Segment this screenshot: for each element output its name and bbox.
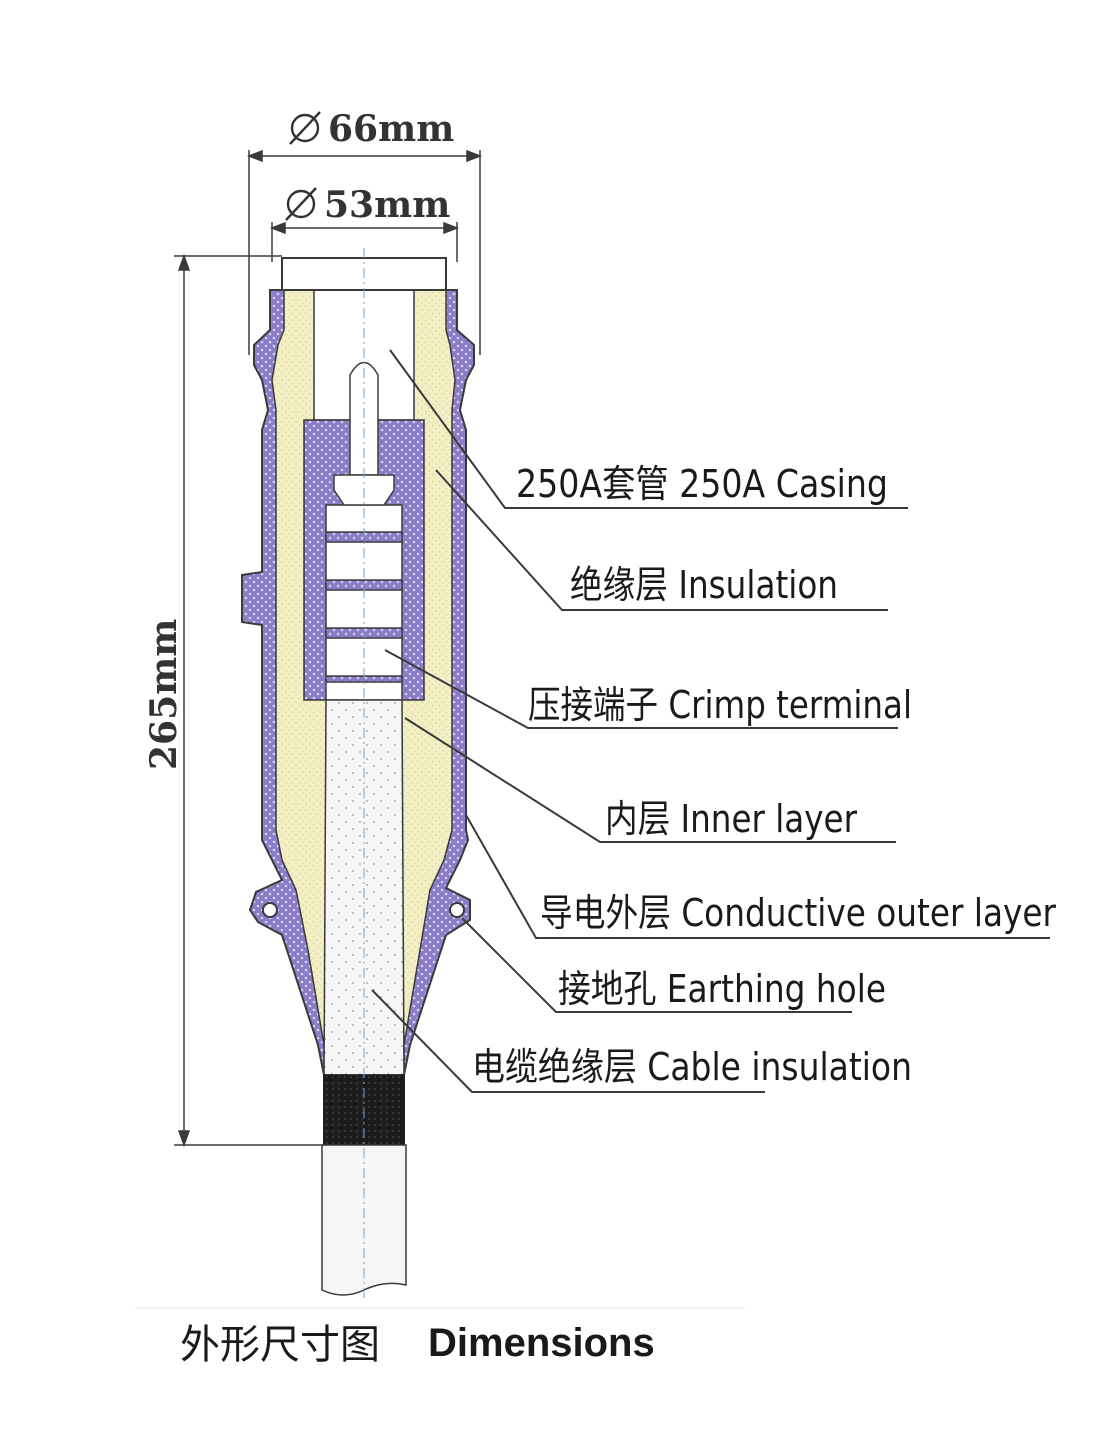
diameter-symbol-icon [289, 111, 321, 145]
length-label: 265mm [143, 619, 185, 770]
callout-conductive-outer-layer: 导电外层 Conductive outer layer [540, 891, 1056, 935]
inner-diameter-label: 53mm [324, 184, 450, 226]
contact-pin [349, 361, 379, 476]
diameter-symbol-icon [285, 187, 317, 221]
callout-inner-layer: 内层 Inner layer [605, 797, 857, 841]
outer-diameter-label: 66mm [328, 108, 454, 150]
earthing-hole-left [262, 902, 278, 918]
callout-casing: 250A套管 250A Casing [516, 462, 888, 506]
callout-earthing-hole: 接地孔 Earthing hole [558, 967, 886, 1011]
caption-english: Dimensions [428, 1321, 655, 1365]
callout-cable-insulation: 电缆绝缘层 Cable insulation [472, 1045, 912, 1089]
leader-lines [371, 349, 1050, 1093]
callout-crimp-terminal: 压接端子 Crimp terminal [528, 683, 912, 727]
callout-insulation: 绝缘层 Insulation [570, 563, 838, 607]
dimension-lines [174, 149, 483, 1148]
earthing-hole-right [449, 902, 465, 918]
caption-chinese: 外形尺寸图 [180, 1322, 380, 1368]
